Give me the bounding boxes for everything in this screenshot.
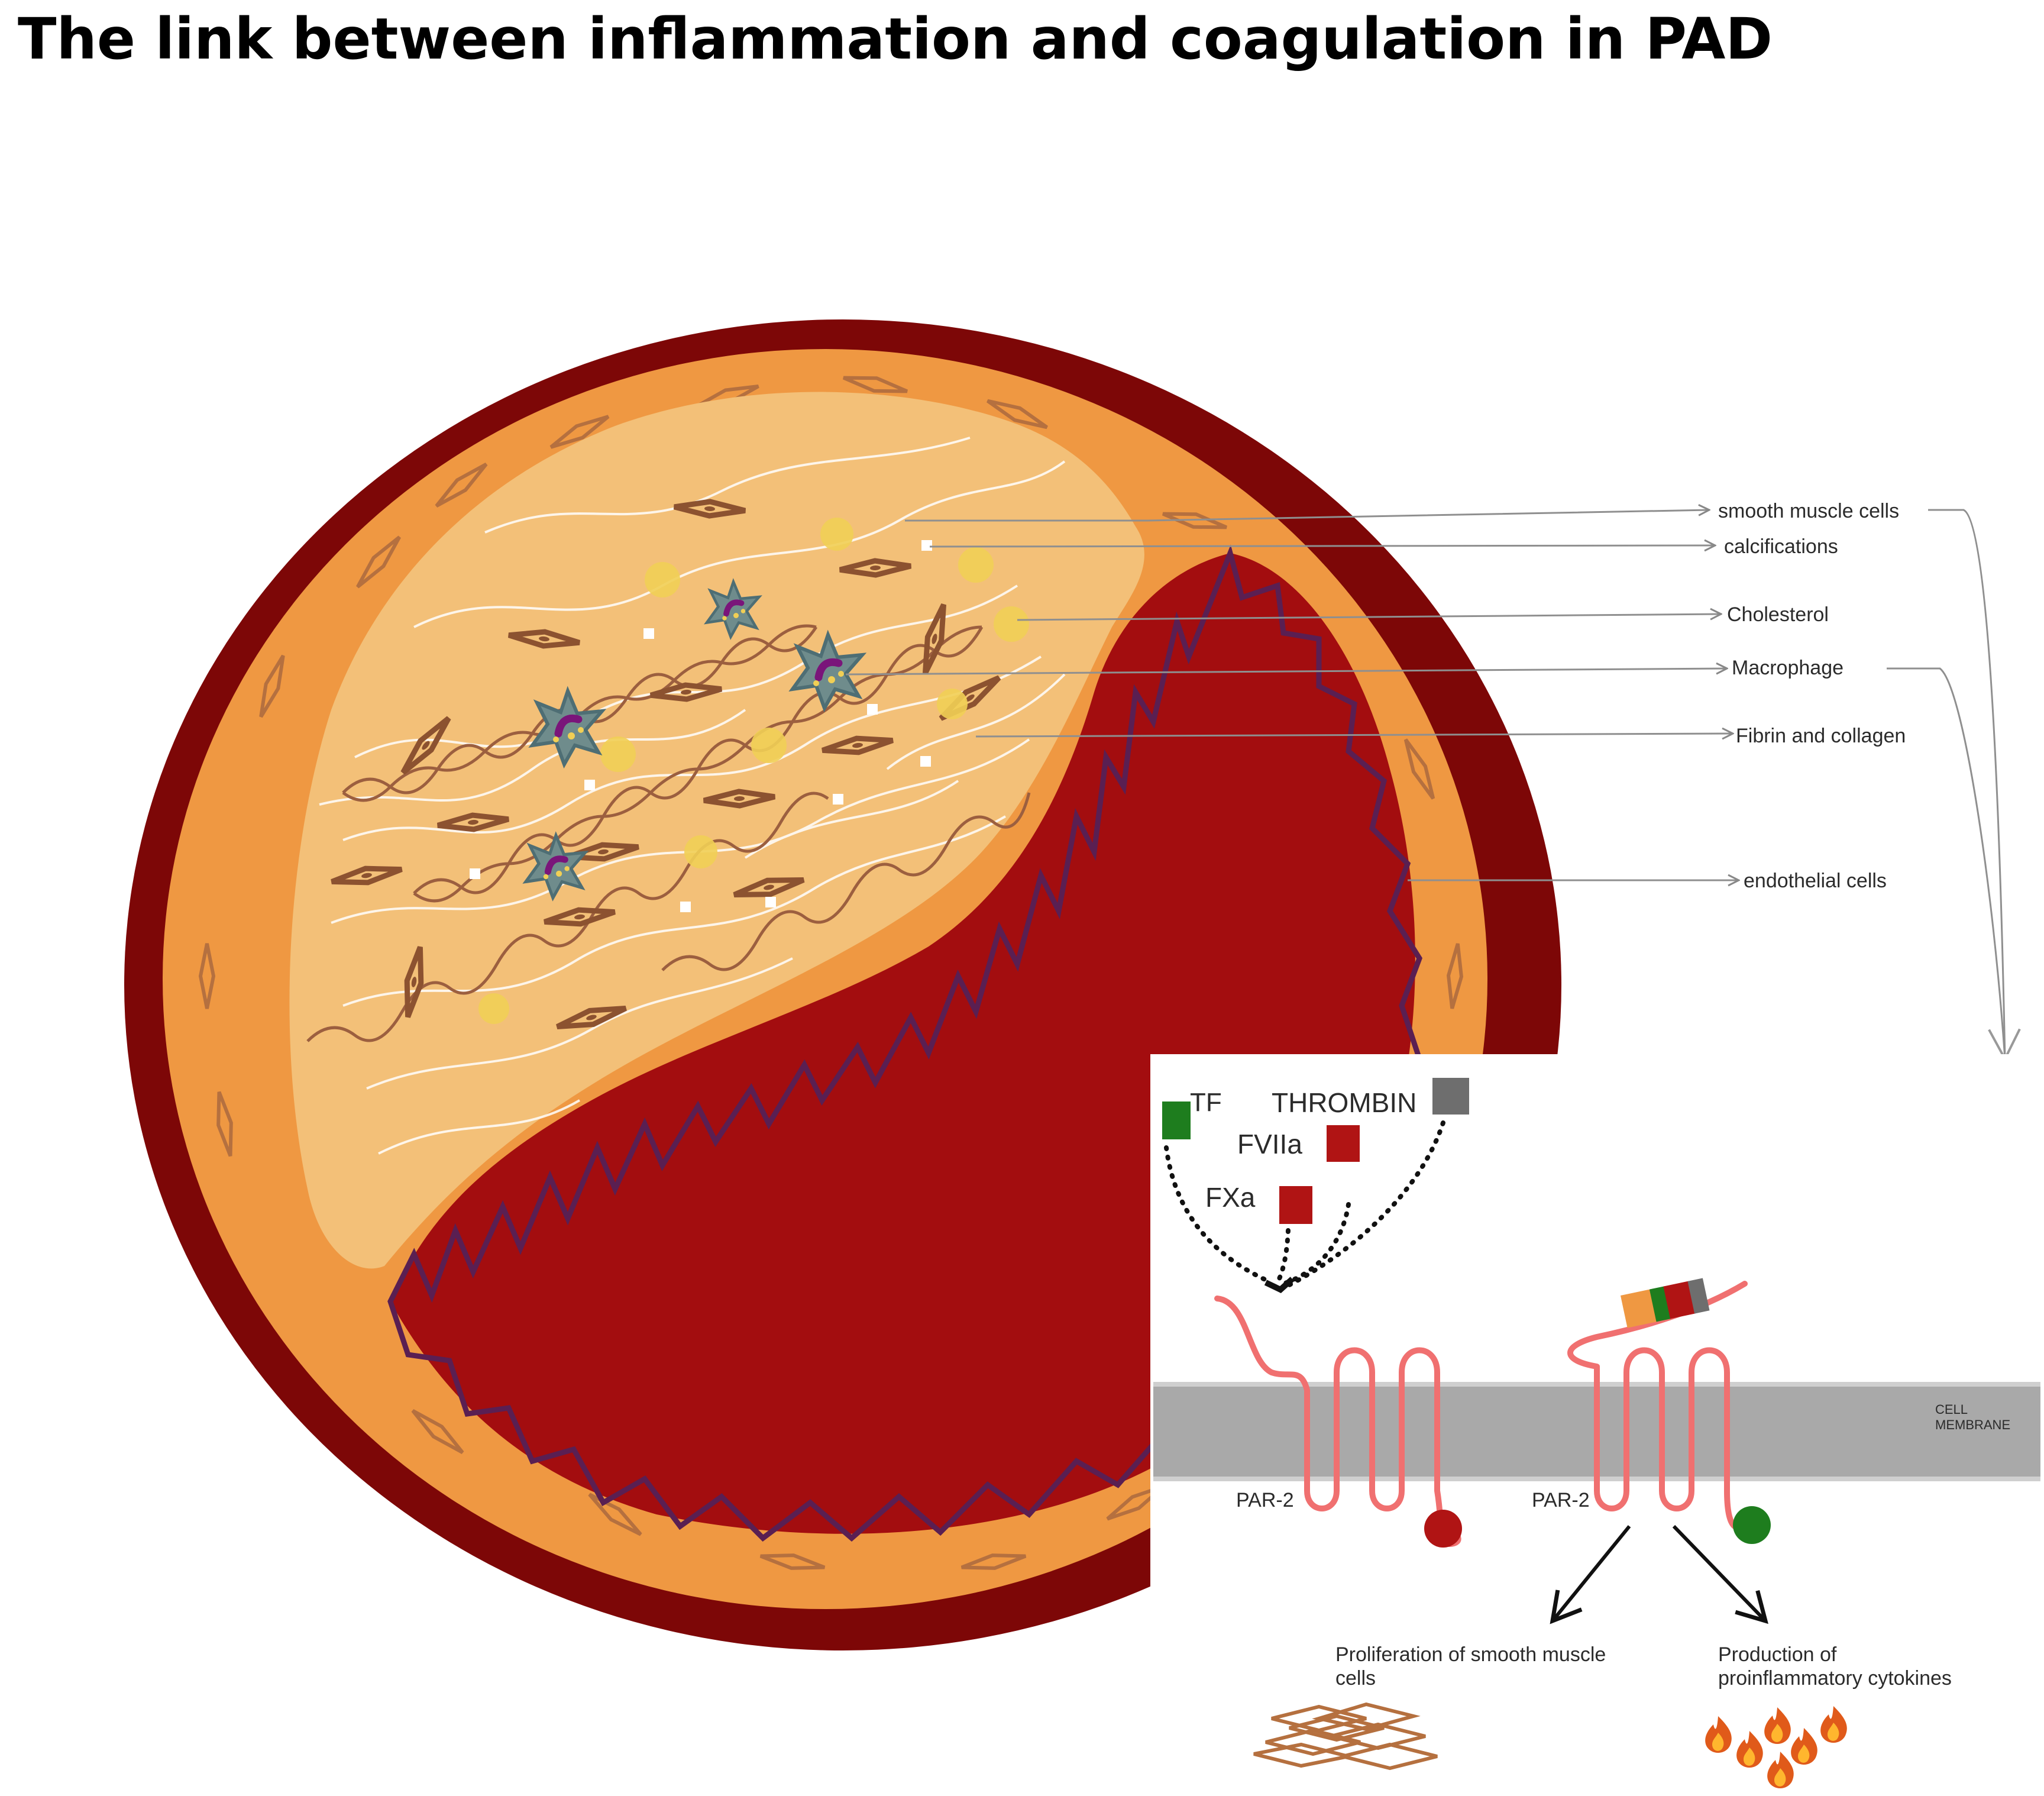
tf-label: TF — [1190, 1088, 1222, 1117]
convergence-paths — [1164, 1120, 1445, 1287]
fxa-label: FXa — [1205, 1182, 1256, 1213]
proliferation-text-line2: cells — [1335, 1667, 1376, 1690]
par2-inset-panel: CELL MEMBRANE TF THROMBIN FVIIa FXa — [1150, 1054, 2044, 1796]
g-protein-left — [1424, 1510, 1462, 1548]
production-text-line1: Production of — [1718, 1643, 1837, 1666]
fviia-label: FVIIa — [1237, 1129, 1302, 1159]
label-calcifications: calcifications — [1724, 535, 1838, 558]
label-endothelial-cells: endothelial cells — [1744, 870, 1887, 892]
par2-label-right: PAR-2 — [1532, 1489, 1590, 1511]
label-fibrin-and-collagen: Fibrin and collagen — [1736, 725, 1906, 747]
convergence-point — [1264, 1277, 1295, 1293]
page-title: The link between inflammation and coagul… — [18, 6, 1773, 72]
thrombin-square — [1432, 1078, 1469, 1115]
tf-square — [1162, 1101, 1191, 1139]
proliferating-smooth-muscle-cells — [1253, 1702, 1438, 1771]
label-smooth-muscle-cells: smooth muscle cells — [1718, 500, 1899, 522]
endothelium — [387, 544, 1422, 1542]
membrane-label-line1: CELL — [1935, 1402, 1968, 1417]
proliferation-text-line1: Proliferation of smooth muscle — [1335, 1643, 1606, 1666]
callout-lines — [845, 510, 2021, 1062]
par2-receptor-right — [1567, 1281, 1748, 1531]
protease-complex — [1621, 1278, 1710, 1328]
label-cholesterol: Cholesterol — [1727, 603, 1829, 626]
production-text-line2: proinflammatory cytokines — [1718, 1667, 1952, 1690]
calcifications — [470, 540, 932, 912]
membrane-label-line2: MEMBRANE — [1935, 1417, 2010, 1432]
atherosclerotic-plaque — [289, 392, 1144, 1269]
par2-label-left: PAR-2 — [1236, 1489, 1294, 1511]
artery-labels: smooth muscle cells calcifications Chole… — [1718, 500, 1906, 892]
fxa-square — [1279, 1186, 1312, 1224]
thrombin-label: THROMBIN — [1272, 1087, 1416, 1118]
arrow-to-proliferation — [1550, 1525, 1631, 1624]
cholesterol-deposits — [478, 518, 1029, 1024]
g-protein-right — [1733, 1506, 1771, 1544]
label-macrophage: Macrophage — [1732, 657, 1844, 679]
arrow-to-cytokines — [1672, 1524, 1768, 1624]
fviia-square — [1327, 1125, 1360, 1162]
